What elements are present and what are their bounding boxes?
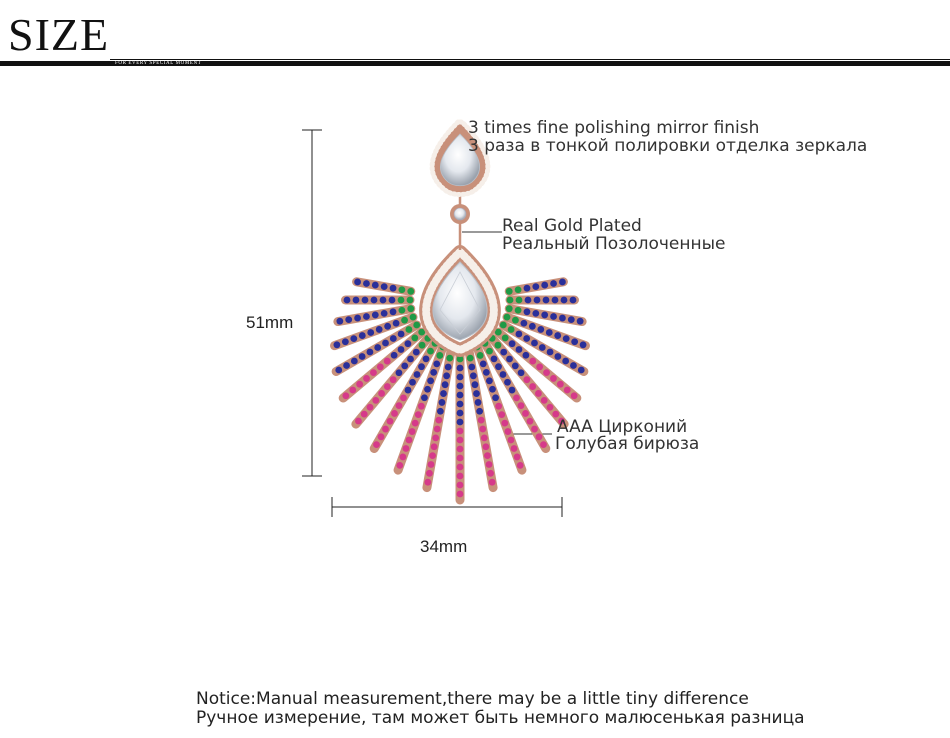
callout-stone-en: AAA Цирконий: [557, 417, 688, 437]
earring-connector: [450, 196, 470, 250]
callout-gold-ru: Реальный Позолоченные: [502, 234, 726, 254]
header-thin-rule: [110, 59, 950, 60]
height-dimension-line: [302, 129, 322, 477]
callout-polish-ru: 3 раза в тонкой полировки отделка зеркал…: [468, 136, 868, 156]
header-tagline: FOR EVERY SPECIAL MOMENT: [112, 61, 205, 66]
page-title: SIZE: [8, 9, 110, 60]
earring-stud: [429, 119, 491, 197]
callout-gold-en: Real Gold Plated: [502, 216, 642, 236]
notice-line-en: Notice:Manual measurement,there may be a…: [196, 689, 749, 709]
width-label: 34mm: [420, 537, 468, 556]
height-label: 51mm: [246, 313, 294, 332]
callout-polish-en: 3 times fine polishing mirror finish: [468, 118, 760, 138]
teardrop-frame: [419, 245, 501, 357]
notice-line-ru: Ручное измерение, там может быть немного…: [196, 708, 805, 728]
header-rule: [0, 61, 950, 66]
fan-rays: [330, 277, 590, 505]
measurement-notice: Notice:Manual measurement,there may be a…: [196, 690, 805, 728]
callout-stone-ru: Голубая бирюза: [555, 434, 700, 454]
width-dimension-line: [331, 497, 563, 517]
